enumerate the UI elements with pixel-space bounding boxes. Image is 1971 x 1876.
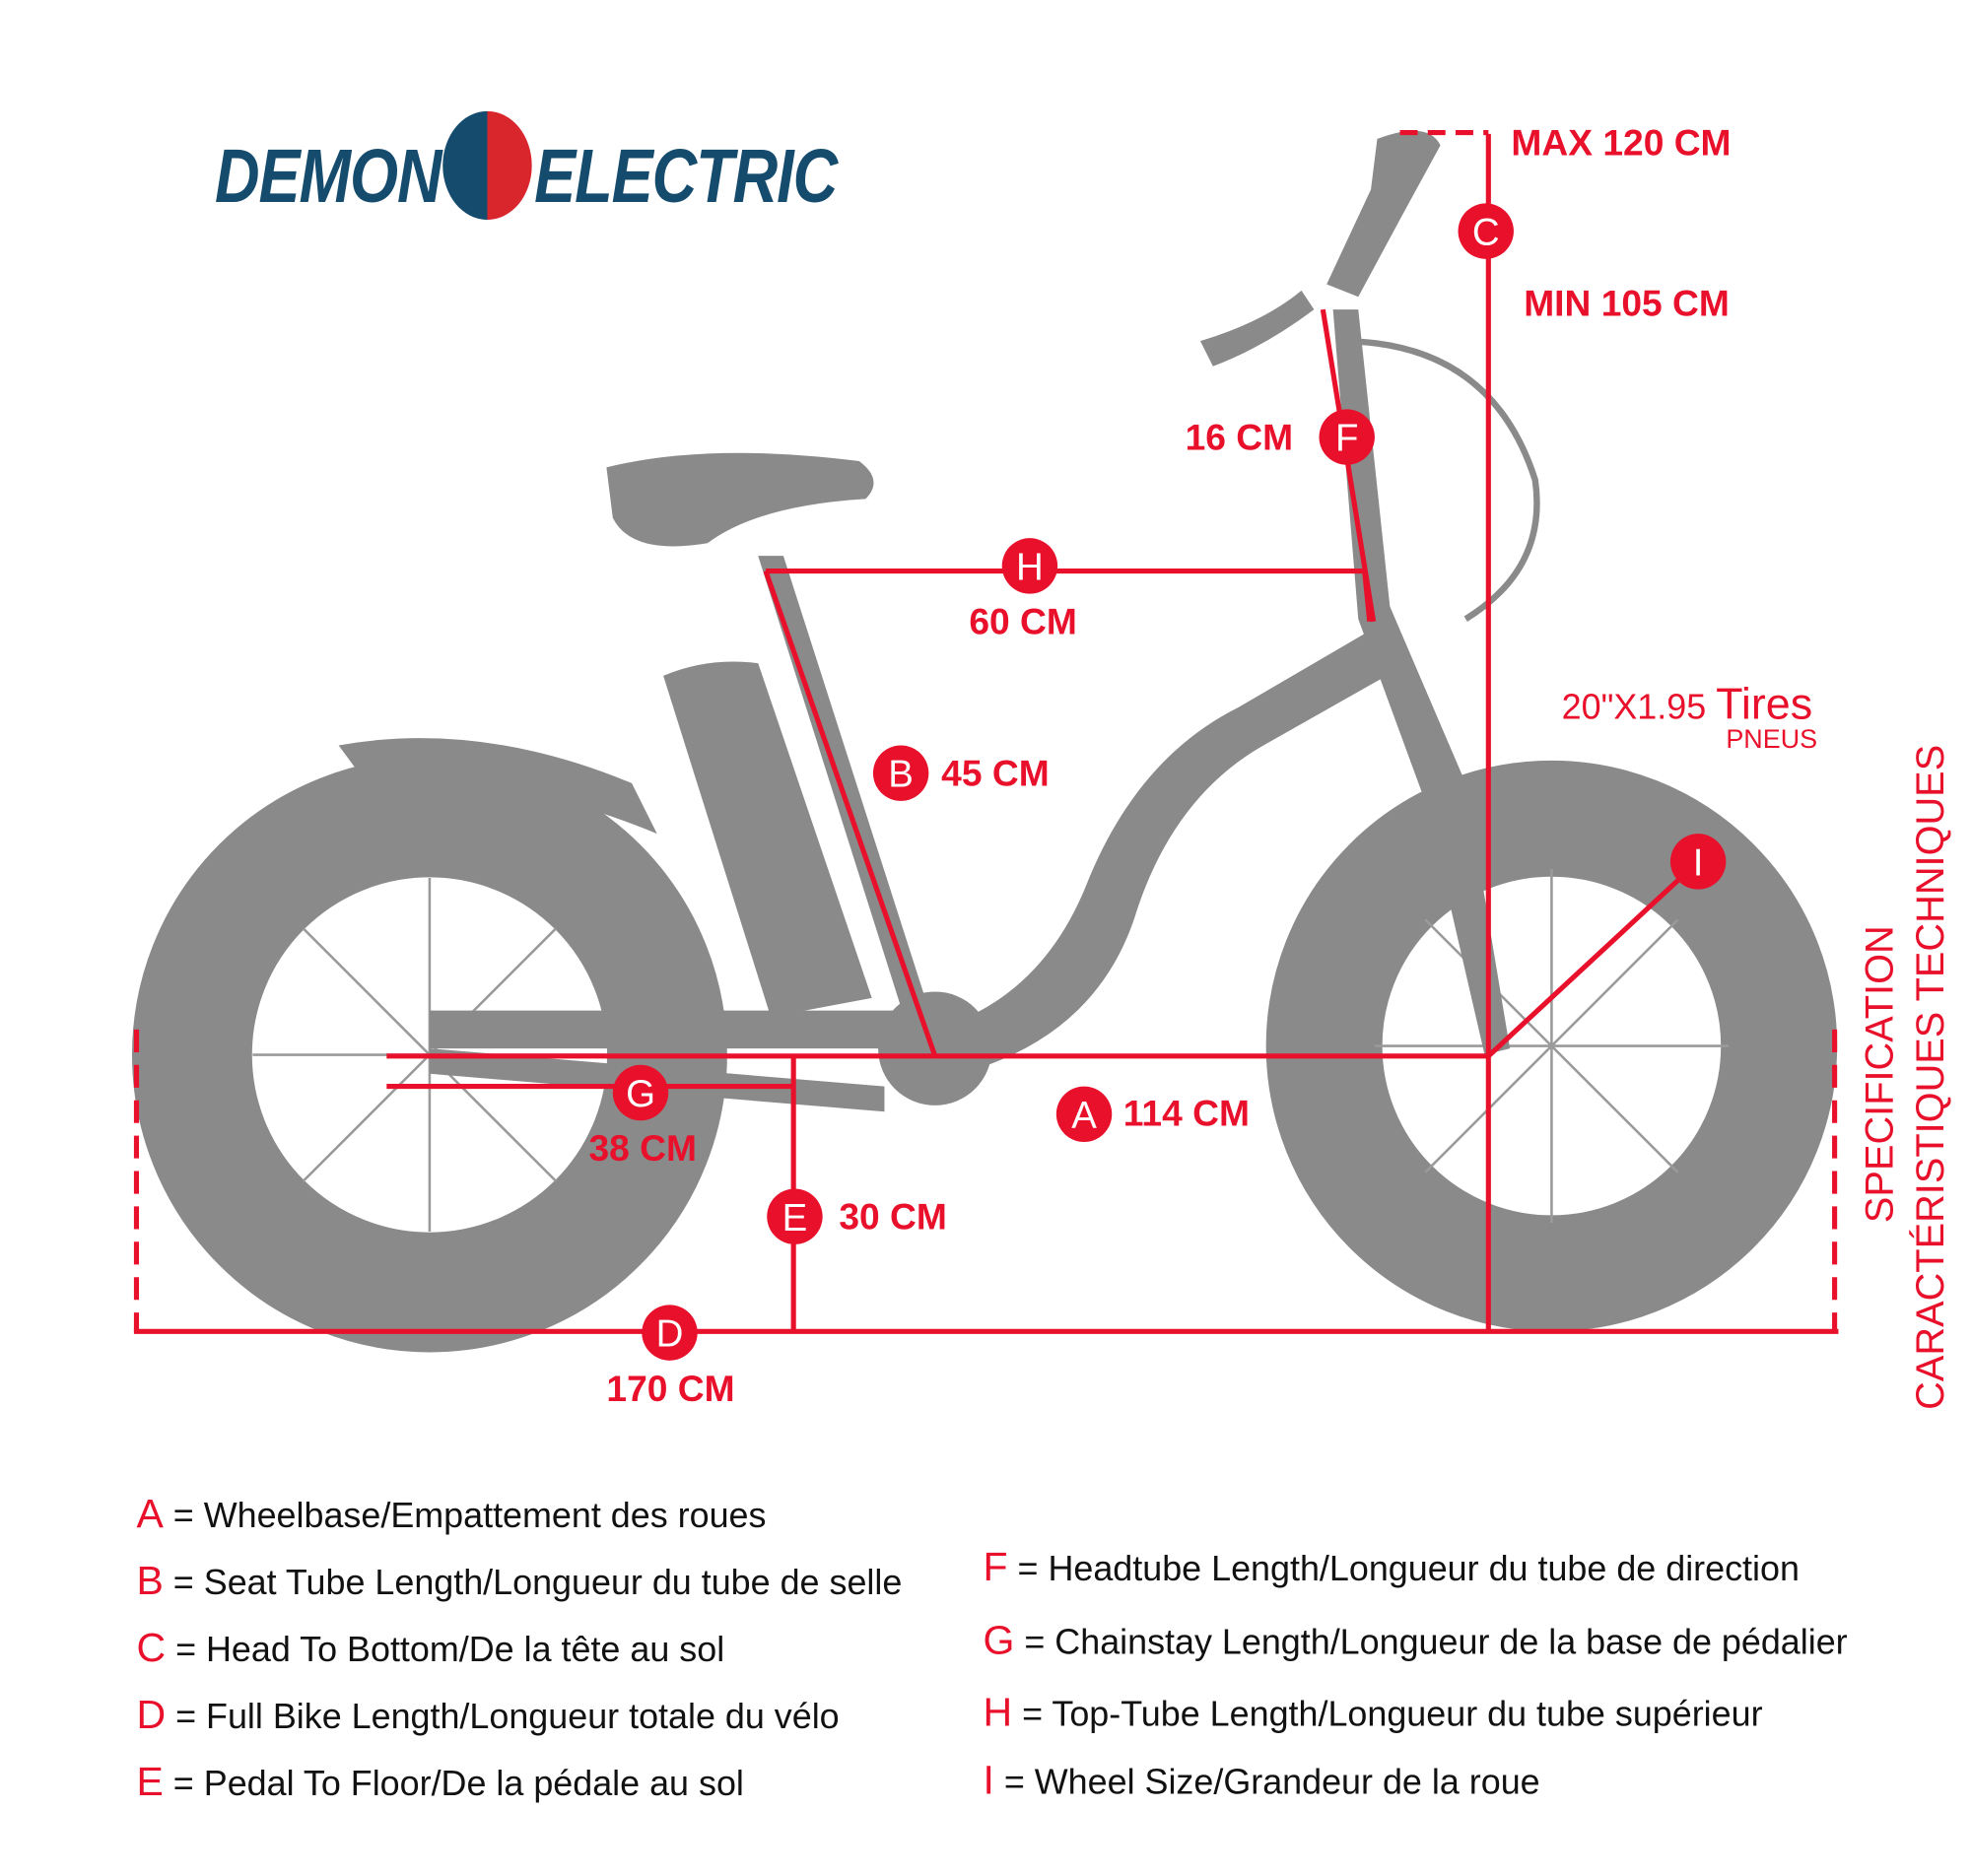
tire-size: 20"X1.95 Tires	[1562, 680, 1813, 730]
legend-item-h: H = Top-Tube Length/Longueur du tube sup…	[983, 1689, 1762, 1735]
legend-key: G	[983, 1617, 1015, 1663]
label-a: 114 CM	[1122, 1094, 1250, 1135]
legend-key: B	[136, 1557, 164, 1603]
saddle	[606, 452, 874, 547]
svg-text:C: C	[1472, 212, 1500, 254]
legend-text: = Seat Tube Length/Longueur du tube de s…	[172, 1562, 903, 1602]
legend-key: A	[136, 1490, 164, 1537]
legend-key: H	[983, 1689, 1013, 1735]
svg-text:I: I	[1693, 841, 1704, 884]
badge-a: A	[1055, 1086, 1113, 1143]
legend-text: = Wheel Size/Grandeur de la roue	[1003, 1762, 1540, 1802]
label-c-min: MIN 105 CM	[1524, 284, 1730, 325]
label-d: 170 CM	[606, 1369, 735, 1410]
logo-text-right: ELECTRIC	[534, 133, 838, 219]
legend-key: D	[136, 1691, 167, 1737]
badge-f: F	[1319, 409, 1375, 465]
demon-emblem-icon	[442, 110, 533, 221]
badge-h: H	[1001, 538, 1058, 594]
badge-i: I	[1669, 834, 1727, 890]
legend-item-b: B = Seat Tube Length/Longueur du tube de…	[136, 1558, 902, 1604]
badge-g: G	[612, 1064, 669, 1121]
legend-key: F	[983, 1543, 1008, 1589]
legend-text: = Top-Tube Length/Longueur du tube supér…	[1022, 1694, 1763, 1734]
svg-text:A: A	[1071, 1095, 1097, 1137]
svg-text:D: D	[656, 1313, 684, 1356]
label-f: 16 CM	[1185, 418, 1294, 459]
legend-item-g: G = Chainstay Length/Longueur de la base…	[983, 1617, 1847, 1663]
svg-text:F: F	[1335, 418, 1359, 460]
svg-text:G: G	[626, 1073, 655, 1115]
side-title-2: CARACTÉRISTIQUES TECHNIQUES	[1907, 744, 1952, 1410]
legend-text: = Headtube Length/Longueur du tube de di…	[1017, 1548, 1800, 1588]
label-g: 38 CM	[588, 1129, 697, 1171]
legend-key: C	[136, 1624, 167, 1670]
line-b	[763, 570, 938, 1057]
legend-item-f: F = Headtube Length/Longueur du tube de …	[983, 1544, 1799, 1590]
label-c-max: MAX 120 CM	[1511, 123, 1732, 165]
label-e: 30 CM	[839, 1197, 947, 1239]
legend-item-e: E = Pedal To Floor/De la pédale au sol	[136, 1759, 743, 1805]
tire-label: Tires	[1716, 679, 1813, 729]
line-f	[1320, 308, 1377, 623]
legend-key: E	[136, 1758, 164, 1804]
tire-size-value: 20"X1.95	[1561, 687, 1707, 727]
legend-item-d: D = Full Bike Length/Longueur totale du …	[136, 1692, 839, 1738]
brand-logo: DEMON ELECTRIC	[214, 110, 838, 221]
svg-text:B: B	[888, 754, 914, 796]
tire-label-fr: PNEUS	[1726, 724, 1818, 755]
side-title-1: SPECIFICATION	[1857, 925, 1902, 1224]
front-tire	[1265, 760, 1838, 1332]
badge-c: C	[1458, 203, 1514, 259]
legend-text: = Wheelbase/Empattement des roues	[172, 1496, 767, 1535]
logo-text-left: DEMON	[214, 133, 442, 219]
legend-key: I	[983, 1757, 994, 1803]
measure-lines	[133, 130, 1839, 1334]
svg-text:H: H	[1016, 546, 1044, 588]
legend-item-c: C = Head To Bottom/De la tête au sol	[136, 1625, 724, 1671]
svg-text:E: E	[782, 1197, 808, 1240]
legend-text: = Full Bike Length/Longueur totale du vé…	[175, 1696, 840, 1736]
legend-item-a: A = Wheelbase/Empattement des roues	[136, 1491, 766, 1537]
legend-item-i: I = Wheel Size/Grandeur de la roue	[983, 1757, 1539, 1803]
label-b: 45 CM	[941, 754, 1050, 795]
label-h: 60 CM	[969, 602, 1077, 643]
badge-d: D	[642, 1305, 698, 1361]
legend-text: = Head To Bottom/De la tête au sol	[175, 1629, 725, 1669]
legend-text: = Chainstay Length/Longueur de la base d…	[1024, 1622, 1848, 1661]
badge-e: E	[767, 1188, 823, 1244]
badge-b: B	[872, 745, 929, 801]
legend-text: = Pedal To Floor/De la pédale au sol	[172, 1763, 744, 1803]
line-i	[1486, 860, 1699, 1058]
